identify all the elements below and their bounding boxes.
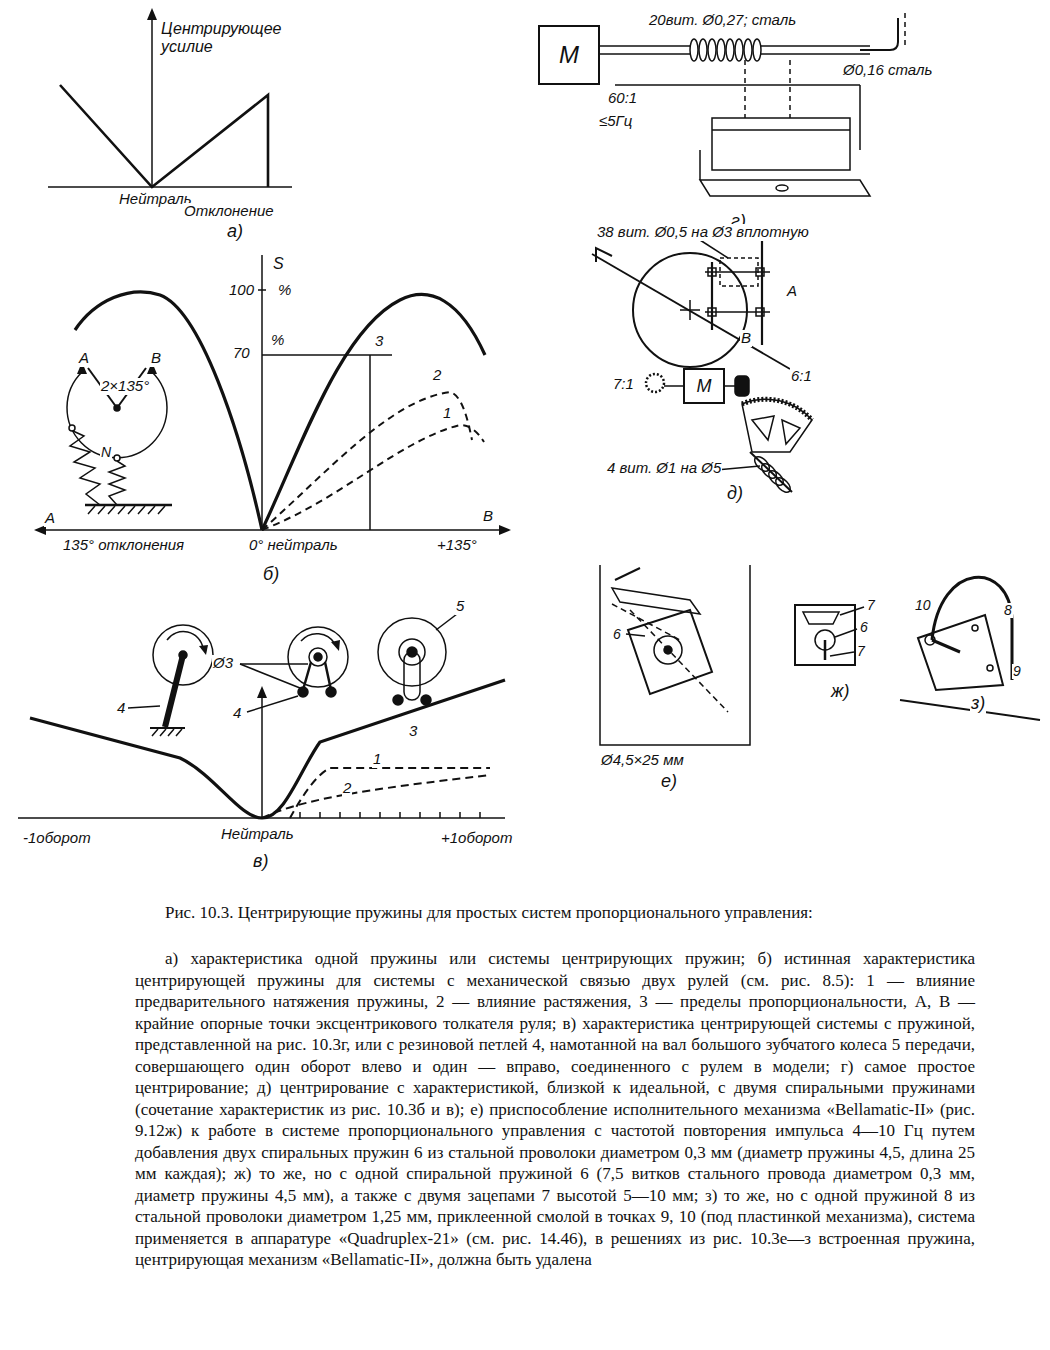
- figure-label: 2×135°: [100, 378, 150, 395]
- figure-label: 0° нейтраль: [248, 537, 339, 554]
- figure-label: 4: [232, 705, 242, 722]
- caption-text: а) характеристика одной пружины или сист…: [135, 948, 975, 1271]
- figure-label: 7: [856, 644, 866, 659]
- motor-label: M: [559, 41, 579, 69]
- figure-label: ≤5Гц: [598, 113, 633, 130]
- figure-label: N: [100, 445, 112, 460]
- motor-box: M: [683, 368, 725, 404]
- figure-label: Ø0,16 сталь: [842, 62, 933, 79]
- figure-label: 20вит. Ø0,27; сталь: [648, 12, 797, 29]
- plot-d: [600, 10, 905, 196]
- figure-label: 70: [232, 345, 251, 362]
- figure-label: B: [150, 350, 162, 367]
- panel-letter: а): [226, 222, 244, 242]
- figure-label: 2: [432, 367, 442, 384]
- plot-e: [592, 238, 812, 495]
- figure-label: 4 вит. Ø1 на Ø5: [606, 460, 722, 477]
- figure-label: 6:1: [790, 368, 813, 385]
- figure-label: Отклонение: [183, 203, 275, 220]
- figure-label: 6: [612, 627, 622, 642]
- figure-label: B: [740, 330, 752, 347]
- figure-label: Центрирующее усилие: [160, 20, 297, 55]
- figure-label: 7:1: [612, 376, 635, 393]
- figure-label: 60:1: [607, 90, 638, 107]
- panel-letter: ж): [830, 682, 850, 702]
- motor-label: M: [697, 376, 712, 397]
- plot-b: [34, 255, 511, 535]
- figure-label: A: [786, 283, 798, 300]
- panel-letter: б): [262, 565, 280, 585]
- figure-label: 6: [859, 620, 869, 635]
- panel-letter: в): [252, 852, 269, 872]
- figure-label: Ø4,5×25 мм: [600, 752, 685, 769]
- figure-label: %: [270, 332, 285, 349]
- panel-letter: д): [726, 484, 744, 504]
- plot-g: [795, 605, 864, 665]
- figure-label: +1оборот: [440, 830, 513, 847]
- figure-label: A: [78, 350, 90, 367]
- figure-label: 8: [1003, 603, 1013, 618]
- figure-label: 38 вит. Ø0,5 на Ø3 вплотную: [596, 224, 810, 241]
- panel-letter: е): [660, 772, 678, 792]
- figure-label: 100: [228, 282, 255, 299]
- plot-c: [18, 614, 505, 818]
- figure-label: 135° отклонения: [62, 537, 185, 554]
- figure-label: S: [272, 255, 285, 273]
- figure-label: 7: [866, 598, 876, 613]
- figure-caption: Рис. 10.3. Центрирующие пружины для прос…: [135, 902, 975, 924]
- figure-label: 1: [442, 405, 452, 422]
- panel-letter: з): [970, 694, 986, 714]
- plot-f: [600, 565, 750, 745]
- figure-label: Нейтраль: [118, 191, 193, 208]
- figure-label: 5: [455, 598, 465, 615]
- figure-label: 3: [374, 333, 384, 350]
- figure-label: 9: [1012, 664, 1022, 679]
- figure-label: 1: [372, 751, 382, 768]
- figure-label: 4: [116, 700, 126, 717]
- figure-label: %: [277, 282, 292, 299]
- figure-label: 10: [914, 598, 932, 613]
- figure-label: 3: [408, 723, 418, 740]
- figure-label: Ø3: [212, 655, 234, 672]
- plot-h: [900, 577, 1040, 720]
- figure-label: 2: [342, 780, 352, 797]
- figure-label: Нейтраль: [220, 826, 295, 843]
- figure-label: B: [482, 508, 494, 525]
- figure-label: +135°: [436, 537, 478, 554]
- motor-box: M: [538, 25, 600, 85]
- figure-label: A: [44, 510, 56, 527]
- figure-label: -1оборот: [22, 830, 92, 847]
